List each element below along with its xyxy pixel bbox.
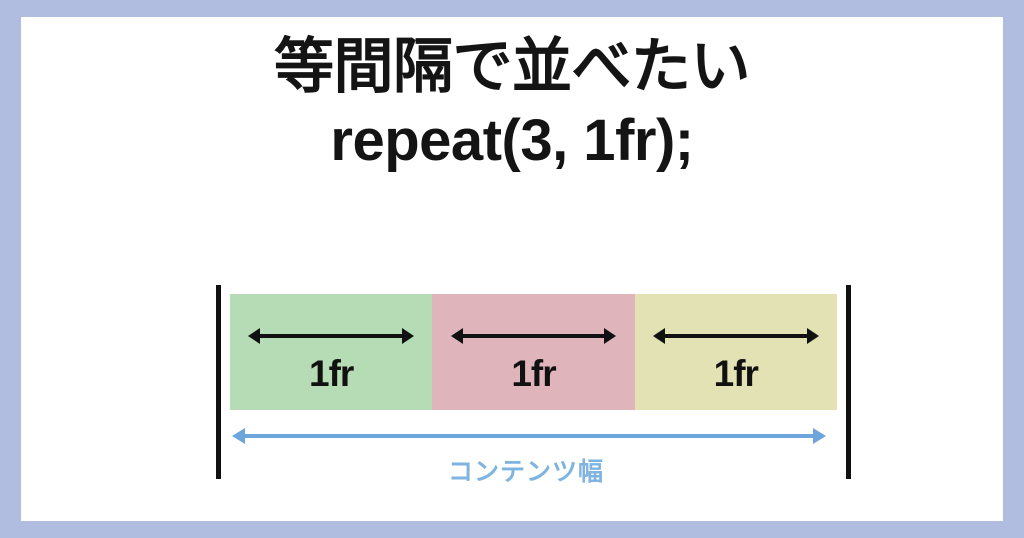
- arrow-shaft: [457, 334, 610, 338]
- grid-track-row: 1fr 1fr 1fr: [230, 294, 837, 410]
- grid-cell-1: 1fr: [230, 294, 433, 410]
- title-line-2: repeat(3, 1fr);: [330, 108, 694, 173]
- arrow-head-right-icon: [604, 328, 617, 344]
- container-edge-left-marker: [216, 285, 221, 479]
- slide-canvas: 等間隔で並べたい repeat(3, 1fr); 1fr: [21, 17, 1003, 521]
- arrow-shaft: [659, 334, 812, 338]
- title-line-1: 等間隔で並べたい: [274, 33, 751, 100]
- measure-arrow-icon-2: [450, 328, 617, 344]
- content-width-arrow-icon: [232, 428, 826, 444]
- container-edge-right-marker: [846, 285, 851, 479]
- arrow-head-left-icon: [450, 328, 463, 344]
- arrow-head-right-icon: [813, 428, 826, 444]
- grid-cell-label-2: 1fr: [511, 353, 556, 394]
- grid-cell-3: 1fr: [634, 294, 837, 410]
- arrow-shaft: [240, 434, 818, 438]
- arrow-head-left-icon: [652, 328, 665, 344]
- content-width-label: コンテンツ幅: [447, 458, 604, 486]
- page-title: 等間隔で並べたい repeat(3, 1fr);: [21, 29, 1003, 177]
- grid-track-diagram: 1fr 1fr 1fr: [196, 265, 856, 486]
- grid-cell-2: 1fr: [432, 294, 635, 410]
- arrow-head-left-icon: [248, 328, 261, 344]
- grid-cell-label-3: 1fr: [713, 353, 759, 394]
- grid-cell-label-1: 1fr: [309, 353, 354, 394]
- arrow-head-left-icon: [232, 428, 245, 444]
- arrow-shaft: [255, 334, 408, 338]
- arrow-head-right-icon: [402, 328, 415, 344]
- arrow-head-right-icon: [806, 328, 819, 344]
- measure-arrow-icon-1: [248, 328, 415, 344]
- measure-arrow-icon-3: [652, 328, 819, 344]
